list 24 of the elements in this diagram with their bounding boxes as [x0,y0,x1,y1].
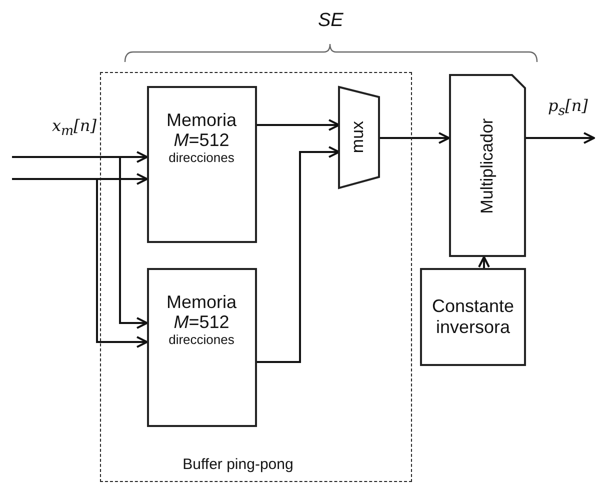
memory-size: M=512 [174,312,230,333]
block-subtitle: direcciones [168,332,234,348]
arrow [526,132,595,144]
block-title: Memoria [166,292,236,312]
memory-block [146,86,256,242]
signal-label: x$_{m}$[n] [52,116,96,140]
memory-size: M=512 [174,130,230,151]
arrow [12,178,148,348]
arrow [257,146,340,363]
section-label: SE [318,10,344,32]
block-label: mux [348,120,368,154]
arrow [12,156,148,329]
block-title: Memoria [166,110,236,130]
signal-label: p$_{s}$[n] [548,96,588,120]
process-box [420,268,526,366]
dashed-group-box [100,72,412,482]
group-label: Buffer ping-pong [182,456,294,473]
arrow [257,119,340,131]
block-label: Constante inversora [430,296,516,338]
block-label: Multiplicador [478,118,498,214]
arrow [379,132,450,144]
arrow [478,256,490,268]
memory-block [146,268,256,426]
block-subtitle: direcciones [168,150,234,166]
